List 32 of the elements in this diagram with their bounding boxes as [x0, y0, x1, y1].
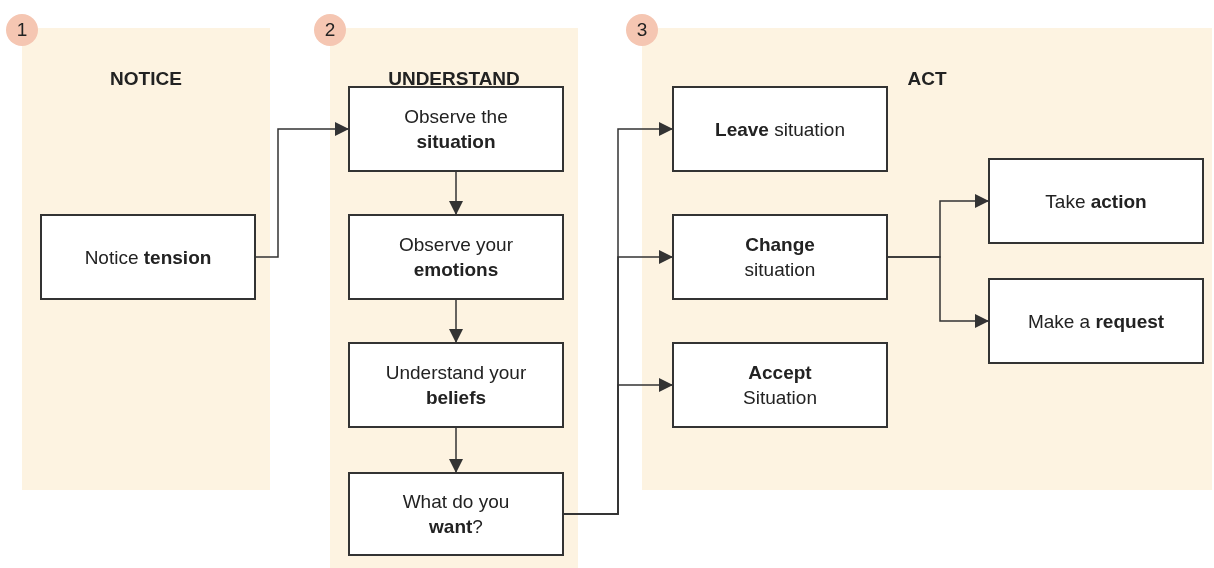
step-text: Notice tension: [84, 245, 212, 270]
step-text: Leave situation: [715, 117, 845, 142]
arrow: [449, 299, 463, 343]
process-box: [988, 158, 1204, 244]
arrow: [887, 256, 989, 328]
step-text: Observe the situation: [403, 105, 509, 154]
process-box: [988, 278, 1204, 364]
step-text: What do you want?: [401, 490, 511, 539]
step-text: Accept Situation: [742, 361, 818, 410]
arrow: [255, 122, 349, 258]
stage-heading: NOTICE: [109, 68, 183, 90]
arrow: [449, 171, 463, 215]
process-box: [672, 342, 888, 428]
step-text: Make a request: [1027, 309, 1165, 334]
step-number: 3: [626, 14, 658, 46]
step-number: 1: [6, 14, 38, 46]
arrow: [449, 427, 463, 473]
stage-heading: ACT: [906, 68, 948, 90]
step-text: Take action: [1045, 189, 1147, 214]
process-box: [348, 86, 564, 172]
step-number: 2: [314, 14, 346, 46]
step-text: Understand your beliefs: [384, 361, 528, 410]
step-text: Change situation: [743, 233, 817, 282]
process-box: [672, 214, 888, 300]
process-box: [672, 86, 888, 172]
stage-heading: UNDERSTAND: [387, 68, 521, 90]
process-box: [40, 214, 256, 300]
process-box: [348, 342, 564, 428]
arrow: [563, 378, 673, 515]
process-box: [348, 214, 564, 300]
step-text: Observe your emotions: [397, 233, 514, 282]
process-box: [348, 472, 564, 556]
